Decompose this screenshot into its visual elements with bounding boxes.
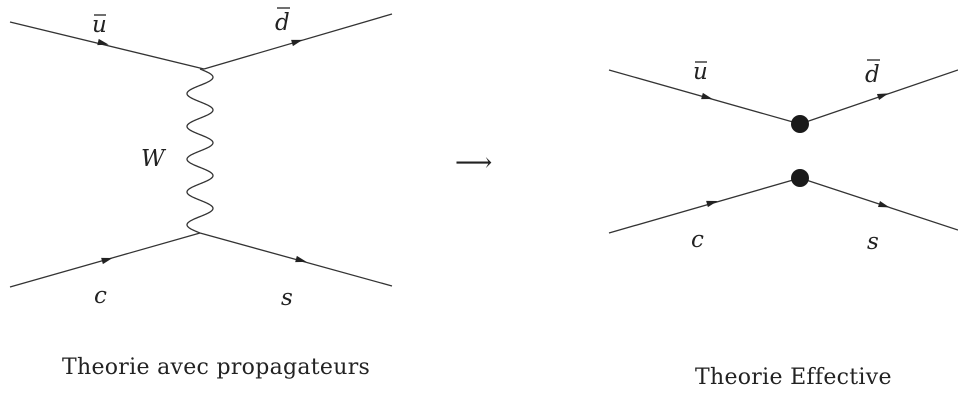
- svg-text:u: u: [92, 12, 107, 38]
- full-theory-diagram: u d W c s Theorie avec propagateurs: [9, 7, 393, 380]
- strange-arrow: [878, 200, 890, 208]
- upper-effective-vertex: [791, 115, 809, 133]
- effective-theory-caption: Theorie Effective: [695, 365, 892, 390]
- charm-label: c: [691, 227, 704, 253]
- strange-label: s: [281, 285, 293, 311]
- w-propagator: [186, 68, 214, 234]
- u-bar-line: [9, 21, 205, 70]
- svg-text:u: u: [693, 59, 708, 85]
- d-bar-arrow: [291, 39, 303, 47]
- charm-arrow: [101, 257, 113, 265]
- charm-label: c: [94, 283, 107, 309]
- d-bar-label: d: [275, 7, 290, 36]
- w-boson-label: W: [141, 146, 167, 172]
- u-bar-arrow: [97, 38, 109, 46]
- transition-arrow: ⟶: [455, 148, 492, 178]
- full-theory-caption: Theorie avec propagateurs: [62, 355, 370, 380]
- strange-arrow: [295, 255, 307, 263]
- charm-line: [608, 177, 801, 234]
- u-bar-arrow: [701, 92, 713, 100]
- strange-label: s: [867, 229, 879, 255]
- u-bar-label: u: [693, 59, 708, 85]
- svg-text:d: d: [865, 62, 880, 88]
- d-bar-label: d: [865, 59, 880, 88]
- lower-effective-vertex: [791, 169, 809, 187]
- svg-text:d: d: [275, 10, 290, 36]
- d-bar-arrow: [876, 93, 889, 101]
- u-bar-label: u: [92, 12, 107, 38]
- effective-theory-diagram: u d c s Theorie Effective: [608, 59, 958, 390]
- charm-arrow: [706, 200, 718, 208]
